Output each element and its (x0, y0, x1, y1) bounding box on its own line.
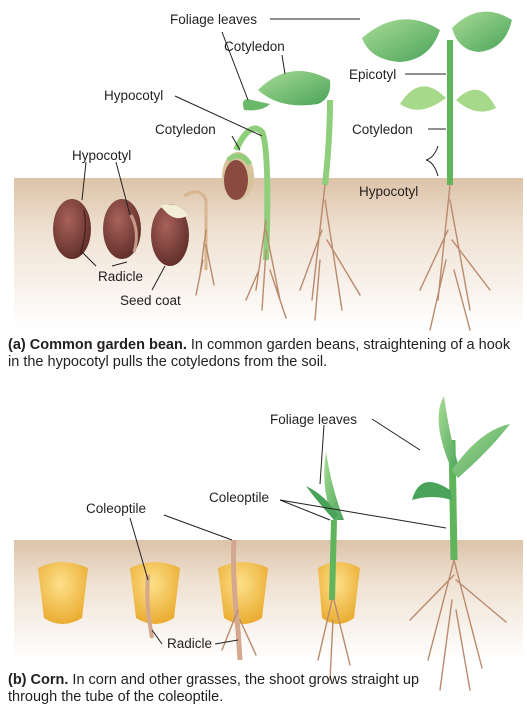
leader-coleoptile-left-2 (163, 514, 233, 541)
bean-seedling-hook (222, 125, 287, 319)
label-epicotyl: Epicotyl (349, 67, 396, 82)
label-hypocotyl-left: Hypocotyl (72, 148, 131, 163)
caption-b-text: In corn and other grasses, the shoot gro… (8, 672, 420, 705)
label-radicle: Radicle (98, 269, 143, 284)
leader-hypocotyl-left (81, 161, 131, 216)
caption-b: (b) Corn. In corn and other grasses, the… (8, 672, 428, 706)
corn-kernel-3 (218, 539, 268, 661)
hypocotyl-bracket (425, 145, 439, 177)
corn-kernel-1 (38, 562, 88, 624)
bean-mature-plant (362, 11, 512, 331)
label-cotyledon-right: Cotyledon (352, 122, 413, 137)
leader-seed-coat (151, 265, 166, 291)
leader-radicle (81, 251, 128, 267)
label-foliage-leaves: Foliage leaves (170, 12, 257, 27)
leader-coleoptile-left (129, 517, 149, 581)
corn-mature-plant (409, 396, 510, 691)
leader-cotyledon-mid (231, 135, 241, 151)
corn-kernel-2 (130, 562, 180, 639)
label-coleoptile-right: Coleoptile (209, 490, 269, 505)
bean-seed-2 (103, 199, 141, 259)
leader-foliage-2 (221, 31, 249, 101)
bean-seed-1 (53, 199, 91, 259)
label-cotyledon-mid: Cotyledon (155, 122, 216, 137)
leader-radicle-b (151, 629, 239, 645)
label-radicle-b: Radicle (167, 636, 212, 651)
label-hypocotyl-mid: Hypocotyl (104, 88, 163, 103)
leader-foliage-b-2 (319, 424, 325, 485)
bean-seed-3 (151, 190, 215, 296)
caption-a: (a) Common garden bean. In common garden… (8, 337, 520, 371)
label-cotyledon-top: Cotyledon (224, 39, 285, 54)
bean-seedling-5 (243, 71, 361, 321)
label-coleoptile-left: Coleoptile (86, 501, 146, 516)
leader-cotyledon-top (281, 54, 286, 75)
corn-seedling-4 (306, 452, 360, 681)
caption-a-lead: (a) Common garden bean. (8, 337, 187, 353)
caption-a-text: In common garden beans, straightening of… (8, 337, 511, 370)
caption-b-lead: (b) Corn. (8, 672, 69, 688)
panel-b-soil (14, 540, 523, 660)
leader-hypocotyl-mid (174, 95, 263, 137)
label-hypocotyl-right: Hypocotyl (359, 184, 418, 199)
label-foliage-leaves-b: Foliage leaves (270, 412, 357, 427)
leader-coleoptile-right (279, 499, 447, 529)
leader-foliage-b (371, 418, 421, 451)
label-seed-coat: Seed coat (120, 293, 181, 308)
